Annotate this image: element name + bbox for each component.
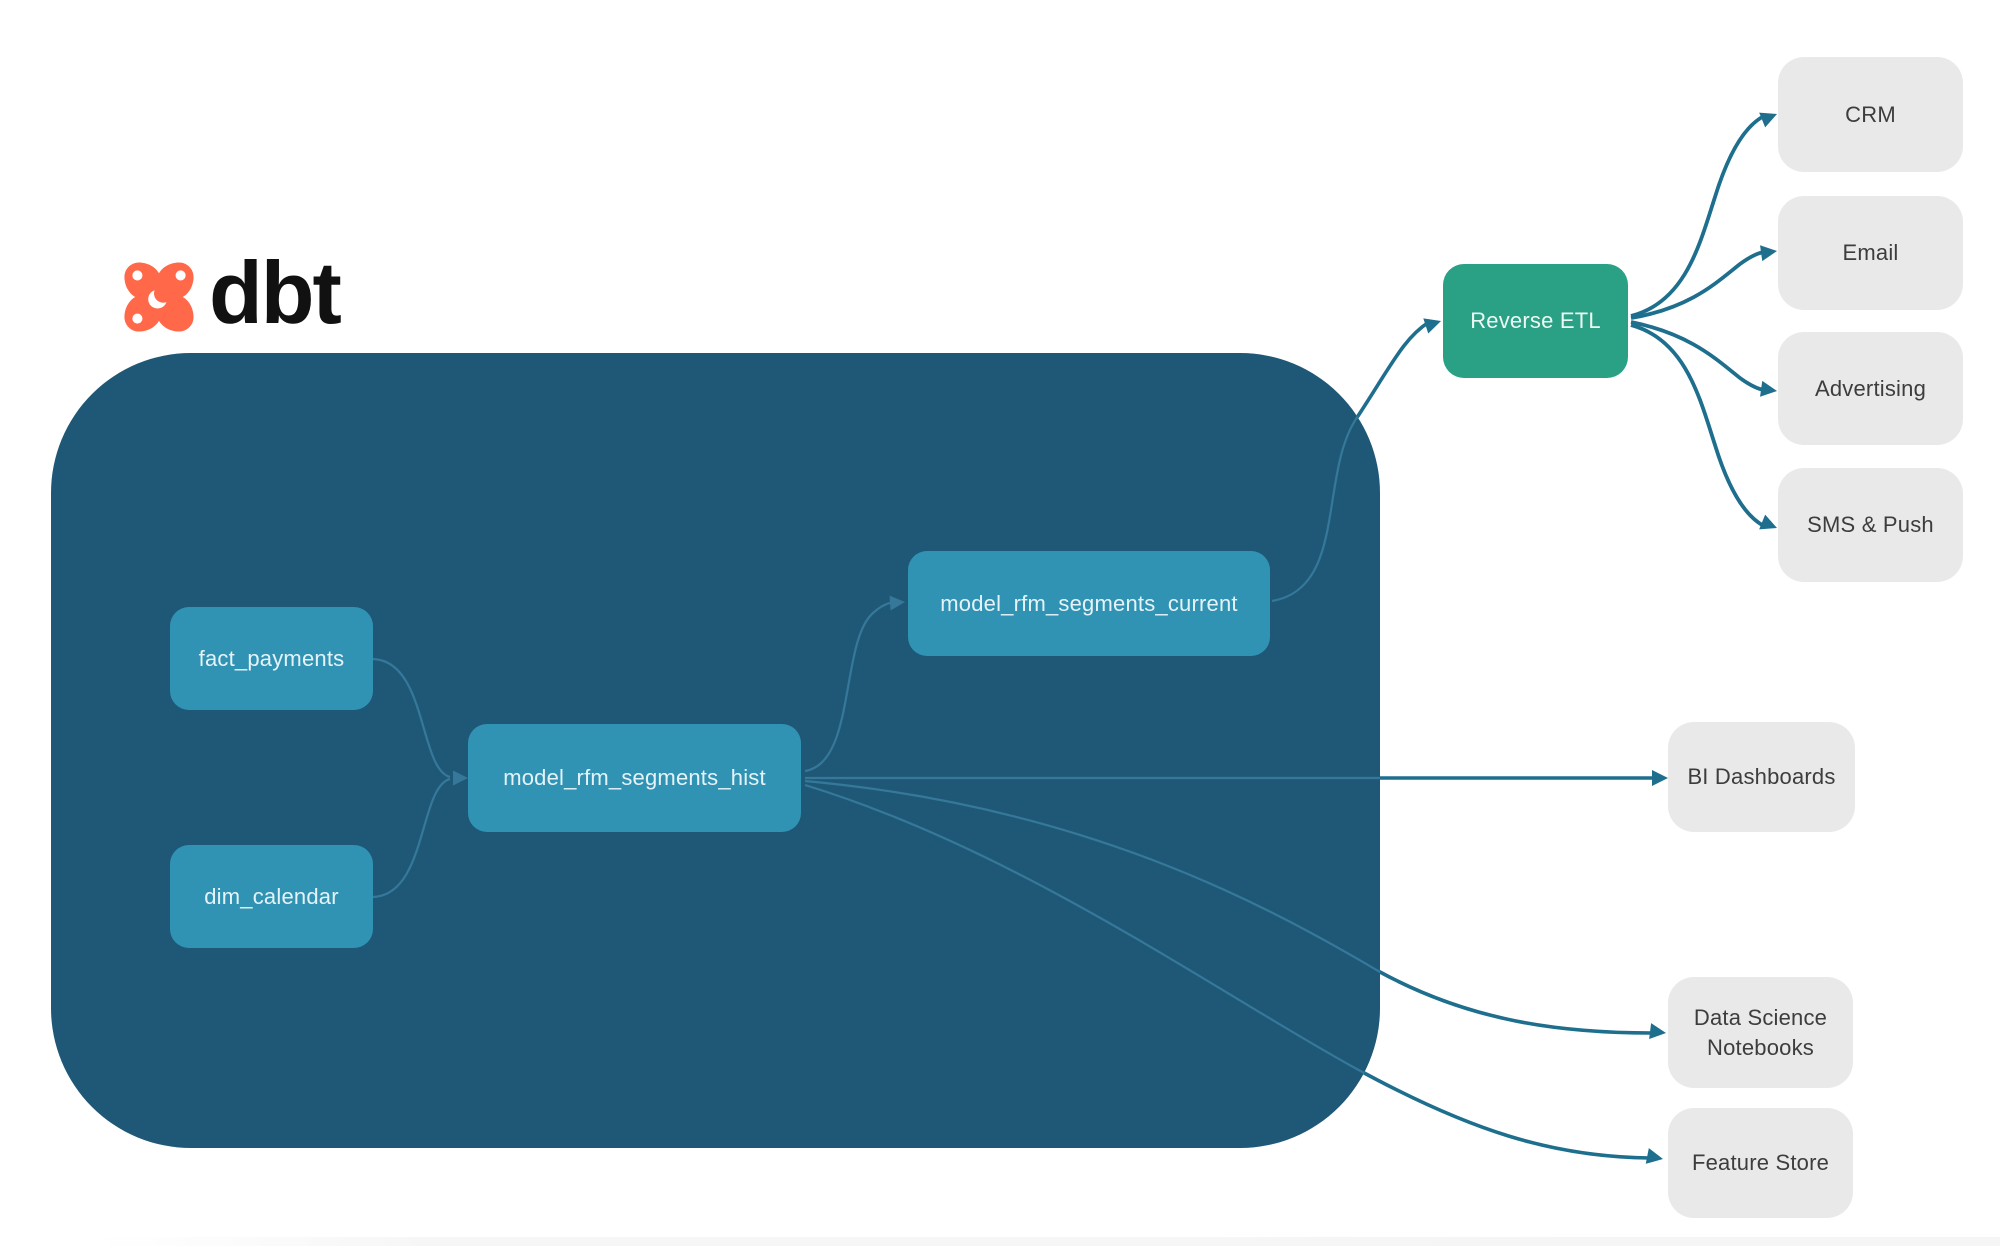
node-advertising: Advertising [1778,332,1963,445]
dbt-logo-wordmark: dbt [209,243,342,342]
node-label: Reverse ETL [1470,308,1601,334]
node-email: Email [1778,196,1963,310]
node-data-science-notebooks: Data Science Notebooks [1668,977,1853,1088]
node-bi-dashboards: BI Dashboards [1668,722,1855,832]
arrowhead-into-advertising [1760,380,1777,397]
arrowhead-into-crm [1759,112,1777,128]
node-fact-payments: fact_payments [170,607,373,710]
node-reverse-etl: Reverse ETL [1443,264,1628,378]
edge-retl-to-sms [1630,323,1765,528]
node-model-rfm-segments-current: model_rfm_segments_current [908,551,1270,656]
node-label: CRM [1845,101,1896,127]
arrowhead-into-fs [1645,1148,1663,1164]
edge-retl-to-email [1630,250,1765,320]
arrowhead-into-ds [1649,1023,1666,1039]
arrowhead-into-sms [1759,514,1777,530]
node-label: fact_payments [198,645,345,671]
node-label: model_rfm_segments_hist [503,765,766,791]
node-label: BI Dashboards [1687,764,1836,790]
dbt-logo: dbt [123,249,342,341]
edge-retl-to-crm [1630,114,1765,318]
edge-retl-to-advertising [1630,320,1765,392]
bottom-edge-strip [95,1237,2000,1246]
node-model-rfm-segments-hist: model_rfm_segments_hist [468,724,801,832]
node-label: Data Science Notebooks [1693,1004,1828,1060]
dbt-logo-icon [124,262,194,332]
arrowhead-into-reverse-etl [1423,318,1441,334]
arrowhead-into-bi [1652,770,1668,786]
node-sms-push: SMS & Push [1778,468,1963,582]
node-label: dim_calendar [204,883,339,909]
node-label: Email [1842,240,1899,266]
node-label: Advertising [1814,375,1927,401]
node-feature-store: Feature Store [1668,1108,1853,1218]
node-dim-calendar: dim_calendar [170,845,373,948]
arrowhead-into-email [1760,245,1777,262]
node-label: SMS & Push [1807,512,1934,538]
node-label: model_rfm_segments_current [940,590,1238,616]
edges-fanout [1630,114,1765,528]
node-label: Feature Store [1691,1150,1830,1176]
node-crm: CRM [1778,57,1963,172]
